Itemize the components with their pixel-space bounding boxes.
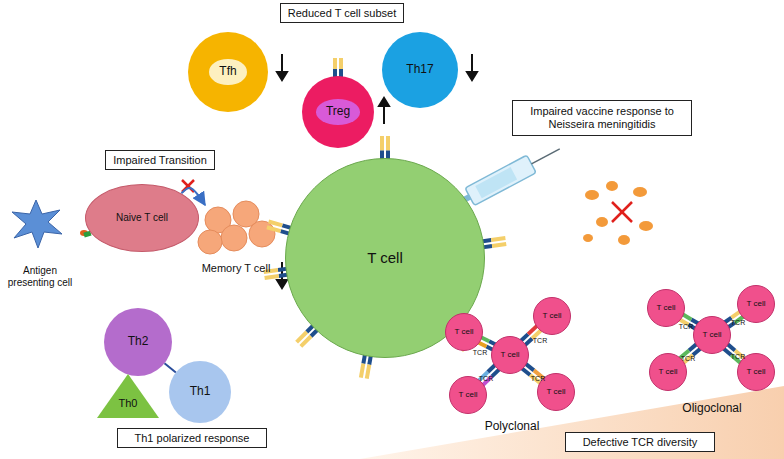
- node-text: T cell: [544, 387, 569, 396]
- illustration-part: [221, 225, 247, 251]
- polarization-line: [164, 363, 175, 372]
- node-text: T cell: [744, 299, 769, 308]
- node-text: T cell: [744, 367, 769, 376]
- tcr-label: TCR: [531, 375, 545, 382]
- apc-group: Antigen presenting cell: [0, 208, 84, 288]
- illustration-part: [633, 187, 647, 197]
- th0-cell: Th0: [97, 374, 159, 418]
- note-box: Impaired Transition: [105, 150, 215, 170]
- naive-cell: Naive T cell: [85, 184, 199, 252]
- small-t-cell: T cell: [533, 297, 571, 335]
- illustration-part: [249, 221, 275, 247]
- illustration-part: [277, 280, 287, 288]
- node-text: T cell: [540, 311, 565, 320]
- node-text: Antigen presenting cell: [0, 265, 84, 288]
- th17-cell: Th17: [382, 32, 458, 108]
- tcr-label: TCR: [473, 349, 487, 356]
- small-t-cell: T cell: [693, 316, 731, 354]
- illustration-part: [365, 364, 371, 379]
- node-text: Naive T cell: [113, 212, 171, 224]
- th1-cell: Th1: [169, 361, 231, 423]
- illustration-part: [277, 72, 287, 80]
- small-t-cell: T cell: [449, 376, 487, 414]
- bacteria: [583, 181, 653, 245]
- illustration-part: [639, 221, 653, 231]
- memory-cell-group: Memory T cell: [194, 205, 279, 275]
- illustration-part: [585, 190, 599, 200]
- node-text: T cell: [364, 249, 406, 266]
- node-text: T cell: [654, 303, 679, 312]
- small-t-cell: T cell: [647, 289, 685, 327]
- illustration-part: [531, 149, 559, 164]
- illustration-part: [606, 181, 618, 191]
- node-text: Th1 polarized response: [132, 432, 253, 445]
- illustration-part: [467, 72, 477, 80]
- illustration-part: [465, 155, 536, 206]
- node-text: Impaired Transition: [110, 154, 210, 167]
- illustration-part: [386, 136, 390, 150]
- node-text: T cell: [456, 390, 481, 399]
- receptor: [333, 58, 343, 78]
- apc-cell: [12, 200, 62, 248]
- node-text: Defective TCR diversity: [580, 436, 701, 449]
- node-text: T cell: [700, 330, 725, 339]
- node-text: Reduced T cell subset: [285, 7, 399, 20]
- illustration-part: [359, 363, 365, 378]
- heading-box: Reduced T cell subset: [280, 3, 404, 23]
- illustration-part: [198, 230, 222, 254]
- node-text: Th17: [403, 63, 436, 77]
- small-t-cell: T cell: [737, 285, 775, 323]
- illustration-part: [491, 236, 506, 242]
- memory-cluster: [198, 201, 275, 254]
- illustration-part: [612, 202, 632, 222]
- node-text: Memory T cell: [199, 262, 274, 275]
- tcr-label: TCR: [479, 375, 493, 382]
- illustration-part: [264, 274, 279, 280]
- triangle-outline: [97, 374, 159, 418]
- tcr-label: TCR: [681, 355, 695, 362]
- node-text: T cell: [452, 327, 477, 336]
- tcr-label: TCR: [731, 353, 745, 360]
- node-text: Th0: [116, 397, 141, 410]
- illustration-part: [380, 136, 384, 150]
- node-text: Tfh: [209, 59, 246, 85]
- cluster-label: Polyclonal: [485, 420, 540, 432]
- illustration-part: [268, 220, 283, 228]
- illustration-part: [295, 331, 308, 344]
- illustration-part: [475, 167, 517, 198]
- antigen-contact: [84, 233, 91, 235]
- node-text: Impaired vaccine response to Neisseira m…: [513, 105, 691, 130]
- illustration-part: [333, 58, 337, 69]
- illustration-part: [583, 234, 593, 242]
- note-box: Th1 polarized response: [117, 428, 267, 448]
- illustration-part: [339, 58, 343, 69]
- tcr-label: TCR: [679, 323, 693, 330]
- small-t-cell: T cell: [445, 313, 483, 351]
- node-text: T cell: [656, 367, 681, 376]
- illustration-part: [596, 217, 608, 227]
- illustration-part: [379, 98, 389, 106]
- illustration-part: [618, 235, 630, 245]
- treg-cell: Treg: [302, 76, 374, 148]
- small-t-cell: T cell: [491, 336, 529, 374]
- tfh-cell: Tfh: [188, 32, 268, 112]
- note-box: Impaired vaccine response to Neisseira m…: [512, 100, 692, 136]
- cluster-label: Oligoclonal: [682, 402, 741, 414]
- note-box: Defective TCR diversity: [565, 432, 715, 452]
- tcr-label: TCR: [533, 337, 547, 344]
- illustration-part: [612, 202, 632, 222]
- node-text: Th2: [125, 335, 152, 349]
- illustration-part: [492, 242, 507, 248]
- th2-cell: Th2: [104, 308, 172, 376]
- node-text: Treg: [316, 99, 360, 125]
- tcr-label: TCR: [731, 319, 745, 326]
- tcr-receptors: [263, 58, 746, 387]
- node-text: Th1: [187, 385, 214, 399]
- vaccine-cross: [612, 202, 632, 222]
- node-text: T cell: [498, 350, 523, 359]
